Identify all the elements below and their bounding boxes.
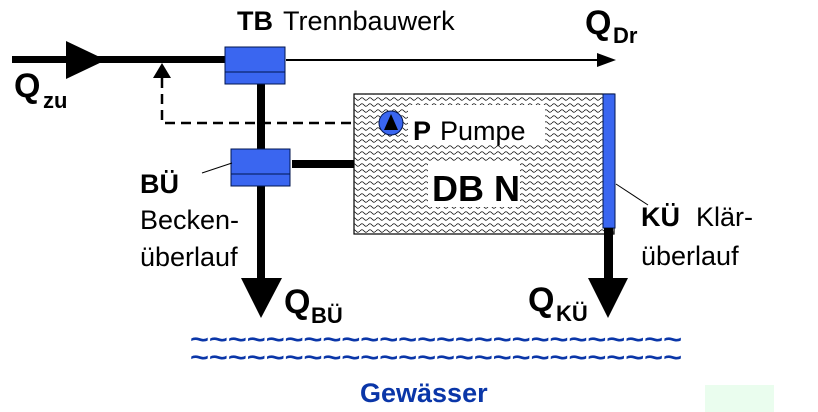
clarifier-overflow-line1: Klär- xyxy=(696,202,753,232)
corner-patch xyxy=(705,385,774,412)
drain-sub: Dr xyxy=(613,23,638,48)
basin-overflow-abbr: BÜ xyxy=(140,169,179,199)
pump-abbr: P xyxy=(413,116,431,146)
inflow-pipe xyxy=(12,41,227,79)
basin-name: DB N xyxy=(432,168,520,209)
basin-connection-pipe xyxy=(292,160,354,168)
clarifier-overflow-abbr: KÜ xyxy=(641,202,680,232)
pump-control-line xyxy=(153,63,384,125)
drain-pipe xyxy=(286,53,616,67)
basin-overflow-line1: Becken- xyxy=(140,205,239,235)
pump-name: Pumpe xyxy=(440,116,526,146)
arrow-down-icon xyxy=(241,278,282,318)
water-waves-row-2: ~~~~~~~~~~~~~~~~~~~~~~~~~~ xyxy=(190,342,682,372)
arrow-right-icon xyxy=(66,41,106,79)
inflow-sub: zu xyxy=(43,88,67,113)
arrow-right-icon xyxy=(597,53,616,67)
basin-overflow-q-sub: BÜ xyxy=(311,303,343,328)
separator-abbr: TB xyxy=(237,6,273,36)
drain-label: Q xyxy=(585,4,611,42)
clarifier-overflow-line2: überlauf xyxy=(641,241,739,271)
arrow-up-icon xyxy=(153,63,171,78)
clarifier-outflow-pipe xyxy=(604,228,613,280)
water-waves-row-1: ~~~~~~~~~~~~~~~~~~~~~~~~~~ xyxy=(190,324,682,354)
basin-overflow-line2: überlauf xyxy=(140,242,238,272)
clarifier-overflow-q-sub: KÜ xyxy=(556,301,588,326)
inflow-label: Q xyxy=(14,67,40,105)
storage-basin xyxy=(353,93,616,235)
basin-overflow-structure xyxy=(201,148,291,187)
water-body-label: Gewässer xyxy=(360,378,488,408)
pump-icon xyxy=(378,110,404,136)
separator-name: Trennbauwerk xyxy=(283,6,455,36)
clarifier-overflow-weir xyxy=(602,93,616,229)
arrow-down-icon xyxy=(588,278,628,318)
basin-overflow-q-label: Q xyxy=(284,283,310,321)
clarifier-overflow-q-label: Q xyxy=(528,281,554,319)
separator-structure xyxy=(224,46,286,85)
